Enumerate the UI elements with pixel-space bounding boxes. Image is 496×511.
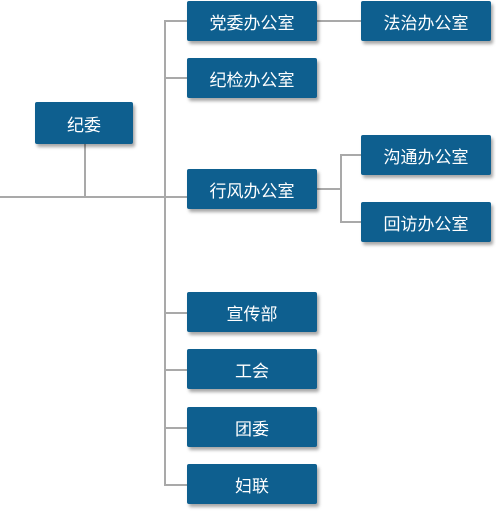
sub-connector xyxy=(340,221,361,223)
trunk-vertical-connector xyxy=(164,20,166,485)
node-party-office: 党委办公室 xyxy=(187,1,317,41)
branch-connector xyxy=(164,77,187,79)
sub-connector xyxy=(340,154,361,156)
root-drop-connector xyxy=(84,144,86,197)
node-legal-office: 法治办公室 xyxy=(361,1,491,41)
main-horizontal-connector xyxy=(0,196,187,198)
branch-connector xyxy=(164,484,187,486)
branch-connector xyxy=(164,20,187,22)
node-revisit-office: 回访办公室 xyxy=(361,202,491,242)
node-youth-league: 团委 xyxy=(187,407,317,447)
root-node: 纪委 xyxy=(35,102,133,144)
node-conduct-office: 行风办公室 xyxy=(187,169,317,209)
node-publicity-dept: 宣传部 xyxy=(187,292,317,332)
sub-connector xyxy=(317,20,361,22)
node-communication-office: 沟通办公室 xyxy=(361,135,491,175)
sub-connector xyxy=(317,188,341,190)
branch-connector xyxy=(164,312,187,314)
node-labor-union: 工会 xyxy=(187,349,317,389)
node-womens-federation: 妇联 xyxy=(187,464,317,504)
branch-connector xyxy=(164,369,187,371)
node-discipline-office: 纪检办公室 xyxy=(187,58,317,98)
sub-vertical-connector xyxy=(340,154,342,222)
branch-connector xyxy=(164,427,187,429)
